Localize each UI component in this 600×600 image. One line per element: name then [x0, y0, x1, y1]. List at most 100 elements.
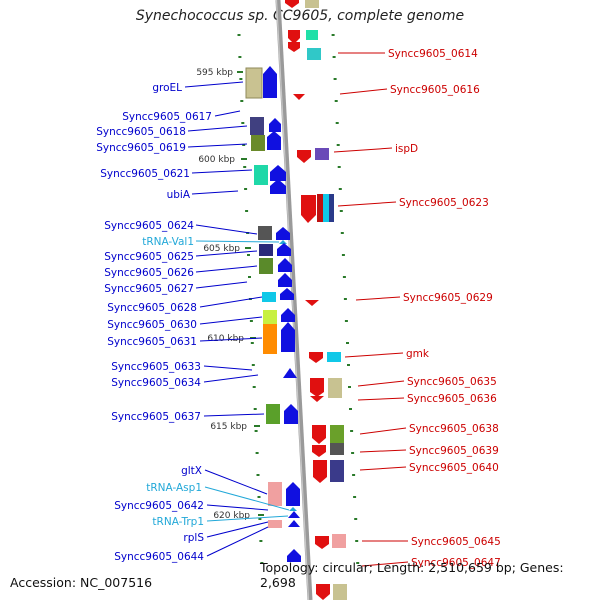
- gene-block[interactable]: [306, 30, 318, 40]
- gene-arrow-down[interactable]: [305, 300, 319, 306]
- gene-label[interactable]: Syncc9605_0621: [100, 168, 190, 180]
- gene-block[interactable]: [263, 310, 277, 324]
- gene-arrow-up[interactable]: [283, 368, 297, 378]
- gene-label[interactable]: rplS: [183, 532, 204, 544]
- gene-label[interactable]: Syncc9605_0618: [96, 126, 186, 138]
- gene-block[interactable]: [263, 324, 277, 354]
- gene-label[interactable]: Syncc9605_0638: [409, 423, 499, 435]
- gene-label[interactable]: gmk: [406, 348, 430, 360]
- gene-arrow-up[interactable]: [267, 131, 281, 150]
- gene-label[interactable]: Syncc9605_0623: [399, 197, 489, 209]
- gene-label[interactable]: Syncc9605_0625: [104, 251, 194, 263]
- trna-arrow[interactable]: [289, 507, 297, 511]
- gene-label[interactable]: ubiA: [167, 189, 191, 201]
- gene-arrow-down[interactable]: [310, 396, 324, 402]
- gene-arrow-up[interactable]: [288, 511, 300, 518]
- gene-block[interactable]: [327, 352, 341, 362]
- trna-label[interactable]: tRNA-Val1: [142, 236, 194, 248]
- gene-label[interactable]: Syncc9605_0637: [111, 411, 201, 423]
- gene-arrow-up[interactable]: [277, 243, 291, 256]
- gene-arrow-down[interactable]: [309, 352, 323, 363]
- gene-arrow-up[interactable]: [278, 258, 292, 272]
- guide-dot: [241, 122, 245, 124]
- gene-label[interactable]: Syncc9605_0630: [107, 319, 197, 331]
- gene-label[interactable]: Syncc9605_0627: [104, 283, 194, 295]
- trna-arrow[interactable]: [279, 240, 287, 244]
- gene-block[interactable]: [307, 48, 321, 60]
- gene-block[interactable]: [250, 117, 264, 135]
- gene-arrow-up[interactable]: [278, 273, 292, 287]
- gene-arrow-down[interactable]: [310, 378, 324, 397]
- gene-label[interactable]: Syncc9605_0634: [111, 377, 201, 389]
- gene-label[interactable]: Syncc9605_0616: [390, 84, 480, 96]
- gene-block[interactable]: [268, 520, 282, 528]
- gene-block[interactable]: [305, 0, 319, 8]
- gene-block[interactable]: [328, 378, 342, 398]
- gene-label[interactable]: Syncc9605_0617: [122, 111, 212, 123]
- gene-arrow-up[interactable]: [276, 227, 290, 240]
- gene-label[interactable]: Syncc9605_0642: [114, 500, 204, 512]
- gene-arrow-up[interactable]: [284, 404, 298, 424]
- gene-arrow-down[interactable]: [312, 445, 326, 457]
- gene-label[interactable]: gltX: [181, 465, 202, 477]
- gene-block[interactable]: [317, 194, 323, 222]
- gene-label[interactable]: Syncc9605_0645: [411, 536, 501, 548]
- trna-label[interactable]: tRNA-Asp1: [146, 482, 202, 494]
- gene-arrow-down[interactable]: [312, 425, 326, 444]
- gene-label[interactable]: Syncc9605_0624: [104, 220, 194, 232]
- gene-block[interactable]: [330, 425, 344, 443]
- gene-block[interactable]: [333, 584, 347, 600]
- gene-label[interactable]: Syncc9605_0644: [114, 551, 204, 563]
- gene-label[interactable]: Syncc9605_0628: [107, 302, 197, 314]
- gene-block[interactable]: [254, 165, 268, 185]
- gene-label[interactable]: Syncc9605_0633: [111, 361, 201, 373]
- gene-arrow-down[interactable]: [316, 584, 330, 600]
- gene-arrow-up[interactable]: [286, 482, 300, 506]
- gene-label[interactable]: Syncc9605_0639: [409, 445, 499, 457]
- gene-arrow-up[interactable]: [270, 179, 286, 194]
- gene-arrow-down[interactable]: [301, 195, 316, 223]
- trna-label[interactable]: tRNA-Trp1: [152, 516, 204, 528]
- gene-arrow-up[interactable]: [263, 66, 277, 98]
- gene-block[interactable]: [323, 194, 329, 222]
- gene-block[interactable]: [245, 67, 263, 99]
- gene-label[interactable]: Syncc9605_0640: [409, 462, 499, 474]
- gene-label[interactable]: Syncc9605_0614: [388, 48, 478, 60]
- gene-arrow-up[interactable]: [281, 322, 295, 352]
- gene-block[interactable]: [268, 482, 282, 506]
- gene-block[interactable]: [266, 404, 280, 424]
- gene-arrow-down[interactable]: [313, 460, 327, 483]
- gene-label[interactable]: ispD: [395, 143, 418, 155]
- gene-label[interactable]: Syncc9605_0647: [411, 557, 501, 569]
- gene-arrow-up[interactable]: [288, 520, 300, 527]
- gene-label[interactable]: Syncc9605_0631: [107, 336, 197, 348]
- gene-block[interactable]: [330, 460, 344, 482]
- gene-arrow-up[interactable]: [281, 308, 295, 322]
- gene-block[interactable]: [251, 135, 265, 151]
- gene-arrow-up[interactable]: [270, 165, 286, 181]
- gene-label[interactable]: Syncc9605_0619: [96, 142, 186, 154]
- guide-dot: [257, 496, 261, 498]
- gene-block[interactable]: [329, 194, 334, 222]
- gene-arrow-down[interactable]: [285, 0, 299, 8]
- gene-block[interactable]: [315, 148, 329, 160]
- gene-label[interactable]: Syncc9605_0636: [407, 393, 497, 405]
- gene-arrow-down[interactable]: [288, 30, 300, 44]
- gene-arrow-up[interactable]: [269, 118, 281, 132]
- gene-block[interactable]: [332, 534, 346, 548]
- gene-arrow-up[interactable]: [280, 288, 294, 300]
- gene-arrow-down[interactable]: [288, 42, 300, 52]
- gene-label[interactable]: Syncc9605_0629: [403, 292, 493, 304]
- gene-arrow-down[interactable]: [297, 150, 311, 163]
- gene-arrow-down[interactable]: [293, 94, 305, 100]
- gene-block[interactable]: [259, 244, 273, 256]
- gene-block[interactable]: [330, 443, 344, 455]
- gene-block[interactable]: [258, 226, 272, 240]
- gene-block[interactable]: [262, 292, 276, 302]
- gene-label[interactable]: Syncc9605_0635: [407, 376, 497, 388]
- gene-label[interactable]: Syncc9605_0626: [104, 267, 194, 279]
- gene-arrow-up[interactable]: [287, 549, 301, 562]
- gene-block[interactable]: [259, 258, 273, 274]
- gene-arrow-down[interactable]: [315, 536, 329, 549]
- gene-label[interactable]: groEL: [152, 82, 182, 94]
